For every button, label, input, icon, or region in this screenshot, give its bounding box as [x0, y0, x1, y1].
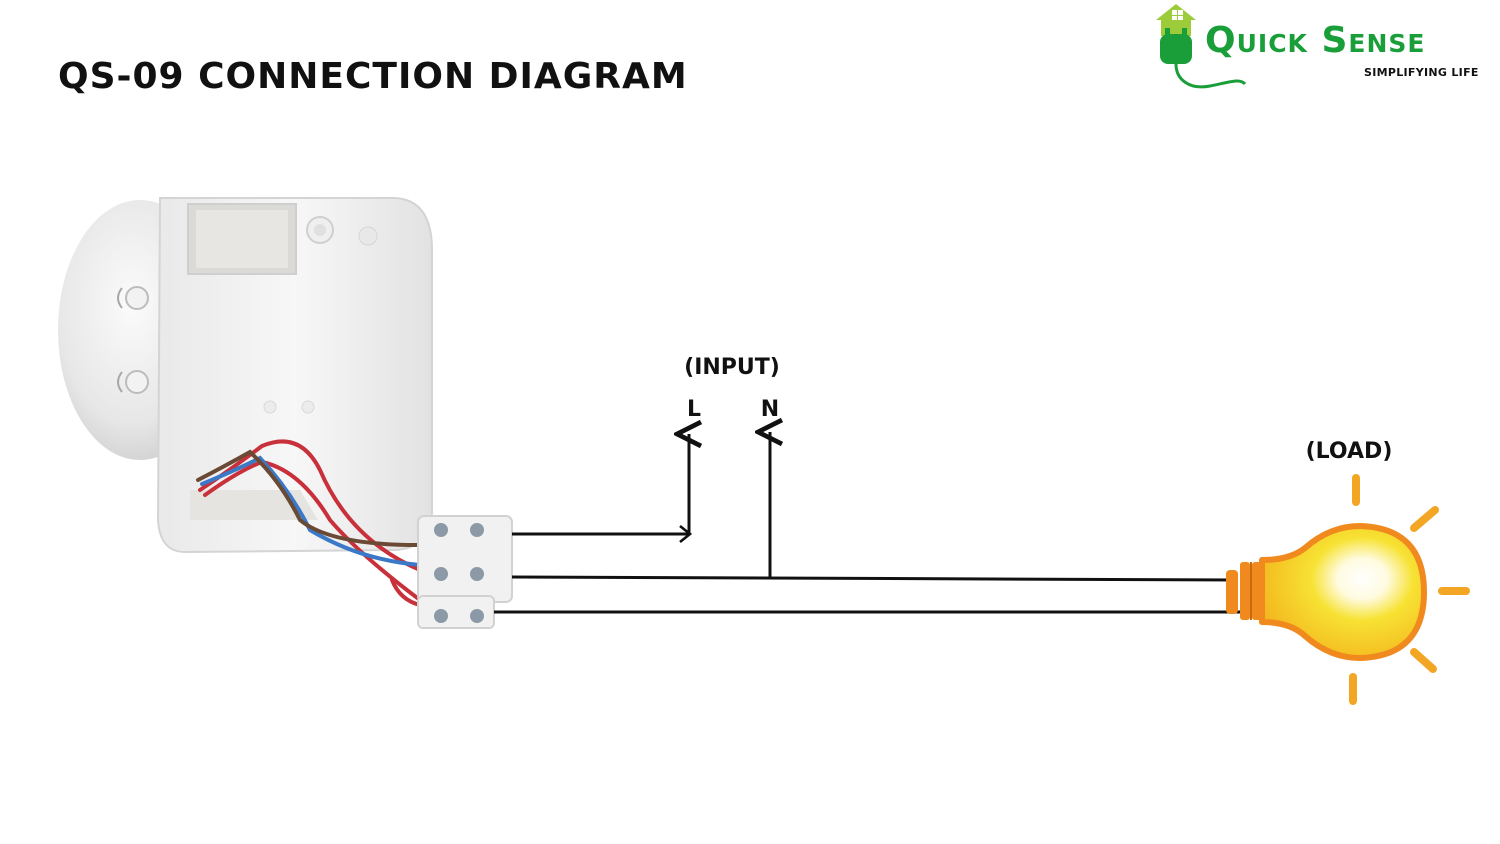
external-wires: [494, 432, 1240, 614]
pir-motion-sensor-icon: [58, 197, 433, 554]
input-label: (INPUT): [684, 355, 780, 380]
brand-tagline: SIMPLIFYING LIFE: [1364, 66, 1479, 79]
bulb-rays: [1349, 474, 1470, 705]
terminal-block: [417, 515, 513, 629]
line-label: L: [687, 397, 701, 422]
neutral-to-load-wire: [511, 575, 1239, 582]
brand-name: Quick Sense: [1205, 20, 1426, 61]
house-plug-logo-icon: [1156, 4, 1247, 89]
sensor-wires: [196, 439, 422, 607]
page-title: QS-09 CONNECTION DIAGRAM: [58, 56, 688, 97]
light-bulb-icon: [1226, 474, 1470, 705]
neutral-label: N: [761, 397, 779, 422]
brand-logo: Quick Sense SIMPLIFYING LIFE: [1150, 0, 1490, 100]
load-label: (LOAD): [1306, 439, 1393, 464]
